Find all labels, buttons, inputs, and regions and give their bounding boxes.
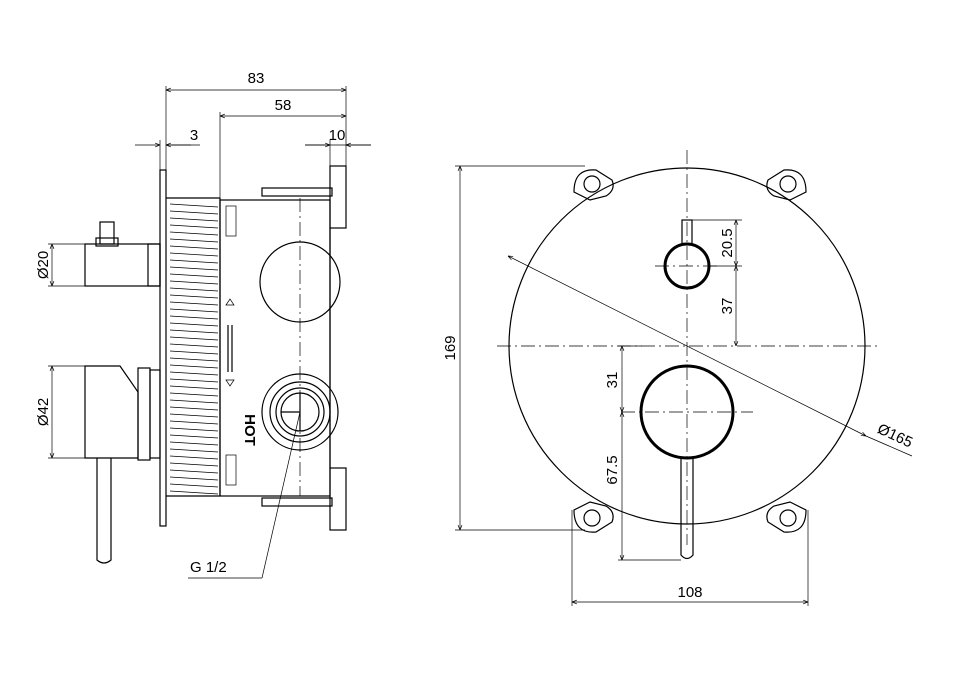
thread-line xyxy=(169,378,219,383)
svg-text:G 1/2: G 1/2 xyxy=(190,559,227,576)
threaded-section xyxy=(166,197,221,497)
svg-text:83: 83 xyxy=(248,70,265,87)
dim-83: 83 xyxy=(165,70,347,170)
thread-line xyxy=(169,280,219,285)
dim-dia-20: Ø20 xyxy=(35,243,85,287)
thread-line xyxy=(169,266,219,271)
thread-line xyxy=(169,476,219,481)
svg-text:31: 31 xyxy=(604,372,621,389)
svg-text:58: 58 xyxy=(275,97,292,114)
svg-text:Ø165: Ø165 xyxy=(875,420,915,451)
thread-line xyxy=(169,462,219,467)
svg-text:67.5: 67.5 xyxy=(604,455,621,484)
thread-line xyxy=(169,245,219,250)
thread-line xyxy=(169,469,219,474)
svg-text:Ø20: Ø20 xyxy=(35,251,52,279)
thread-line xyxy=(169,448,219,453)
wall-plate xyxy=(159,169,167,527)
thread-line xyxy=(169,399,219,404)
thread-line xyxy=(169,434,219,439)
thread-line xyxy=(169,294,219,299)
thread-callout: G 1/2 xyxy=(188,411,301,579)
hot-mark: HOT xyxy=(241,414,258,446)
thread-line xyxy=(169,329,219,334)
thread-line xyxy=(169,392,219,397)
thread-line xyxy=(169,315,219,320)
dim-37: 37 xyxy=(719,266,736,346)
mounting-lugs xyxy=(573,169,807,533)
thread-line xyxy=(169,490,219,495)
thread-line xyxy=(169,322,219,327)
thread-line xyxy=(169,343,219,348)
thread-line xyxy=(169,203,219,208)
svg-text:37: 37 xyxy=(719,298,736,315)
svg-text:20.5: 20.5 xyxy=(719,228,736,257)
dim-20-5: 20.5 xyxy=(692,219,742,267)
thread-line xyxy=(169,371,219,376)
thread-line xyxy=(169,406,219,411)
thread-line xyxy=(169,273,219,278)
thread-line xyxy=(169,238,219,243)
thread-line xyxy=(169,441,219,446)
thread-line xyxy=(169,364,219,369)
dim-67-5: 67.5 xyxy=(604,412,681,561)
lever-handle xyxy=(84,365,161,564)
dim-169: 169 xyxy=(442,165,585,531)
thread-line xyxy=(169,259,219,264)
thread-line xyxy=(169,350,219,355)
dim-10: 10 xyxy=(305,127,371,166)
upper-port xyxy=(259,241,341,323)
thread-line xyxy=(169,287,219,292)
thread-line xyxy=(169,413,219,418)
thread-line xyxy=(169,231,219,236)
stem xyxy=(84,221,161,287)
marking-strip xyxy=(225,298,235,387)
inlet-port xyxy=(261,373,339,451)
thread-line xyxy=(169,301,219,306)
thread-line xyxy=(169,420,219,425)
svg-text:3: 3 xyxy=(190,127,198,144)
thread-line xyxy=(169,483,219,488)
thread-line xyxy=(169,357,219,362)
svg-text:Ø42: Ø42 xyxy=(35,398,52,426)
thread-line xyxy=(169,224,219,229)
dim-108: 108 xyxy=(571,510,809,606)
thread-line xyxy=(169,308,219,313)
svg-text:10: 10 xyxy=(329,127,346,144)
thread-line xyxy=(169,385,219,390)
thread-line xyxy=(169,217,219,222)
thread-line xyxy=(169,210,219,215)
dim-31: 31 xyxy=(604,345,642,412)
dim-dia-42: Ø42 xyxy=(35,365,85,459)
side-view: HOT 83 xyxy=(35,70,371,579)
thread-line xyxy=(169,427,219,432)
thread-line xyxy=(169,336,219,341)
dim-3: 3 xyxy=(135,127,200,170)
svg-text:169: 169 xyxy=(442,335,459,360)
thread-line xyxy=(169,455,219,460)
front-view: 169 Ø165 20.5 37 31 67.5 xyxy=(442,150,915,606)
thread-line xyxy=(169,252,219,257)
svg-text:108: 108 xyxy=(677,584,702,601)
dim-58: 58 xyxy=(219,97,346,198)
flange xyxy=(329,165,347,229)
